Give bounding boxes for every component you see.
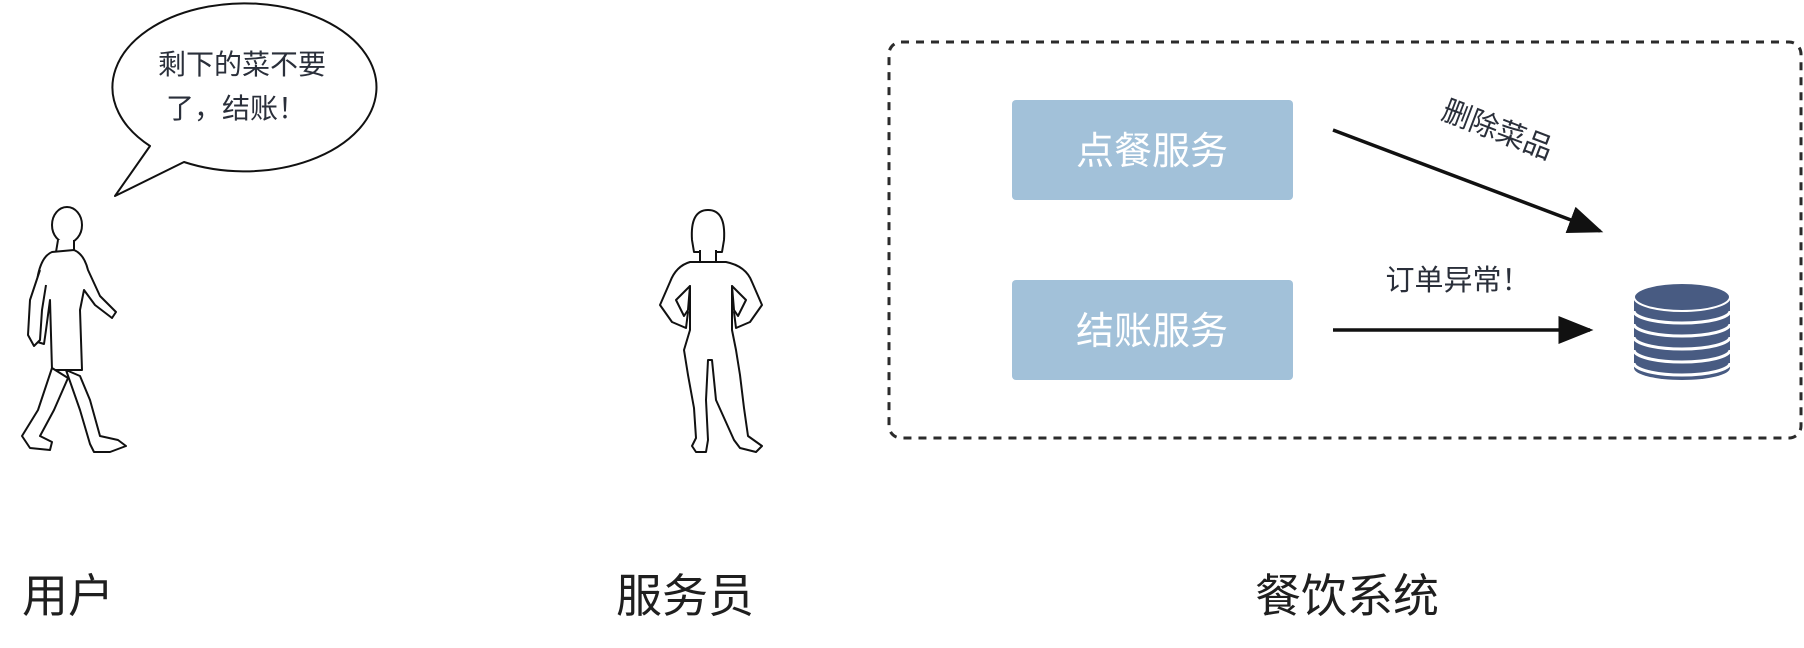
speech-line-1: 剩下的菜不要 bbox=[158, 48, 326, 81]
order-service-box: 点餐服务 bbox=[1012, 100, 1293, 200]
user-caption: 用户 bbox=[22, 569, 114, 623]
checkout-service-label: 结账服务 bbox=[1076, 309, 1228, 353]
database-icon bbox=[1632, 282, 1732, 380]
delete-dish-arrow: 删除菜品 bbox=[1332, 93, 1604, 233]
walking-person-icon bbox=[21, 206, 127, 453]
order-service-label: 点餐服务 bbox=[1076, 129, 1228, 173]
delete-dish-label: 删除菜品 bbox=[1437, 93, 1557, 166]
system-boundary bbox=[887, 40, 1803, 440]
speech-bubble: 剩下的菜不要 了，结账！ bbox=[111, 2, 378, 197]
system-caption: 餐饮系统 bbox=[1255, 569, 1439, 623]
order-exception-label: 订单异常！ bbox=[1385, 263, 1530, 297]
speech-line-2: 了，结账！ bbox=[166, 92, 306, 125]
waiter-caption: 服务员 bbox=[616, 569, 754, 623]
order-exception-arrow: 订单异常！ bbox=[1333, 263, 1594, 344]
checkout-service-box: 结账服务 bbox=[1012, 280, 1293, 380]
standing-person-icon bbox=[659, 209, 763, 453]
